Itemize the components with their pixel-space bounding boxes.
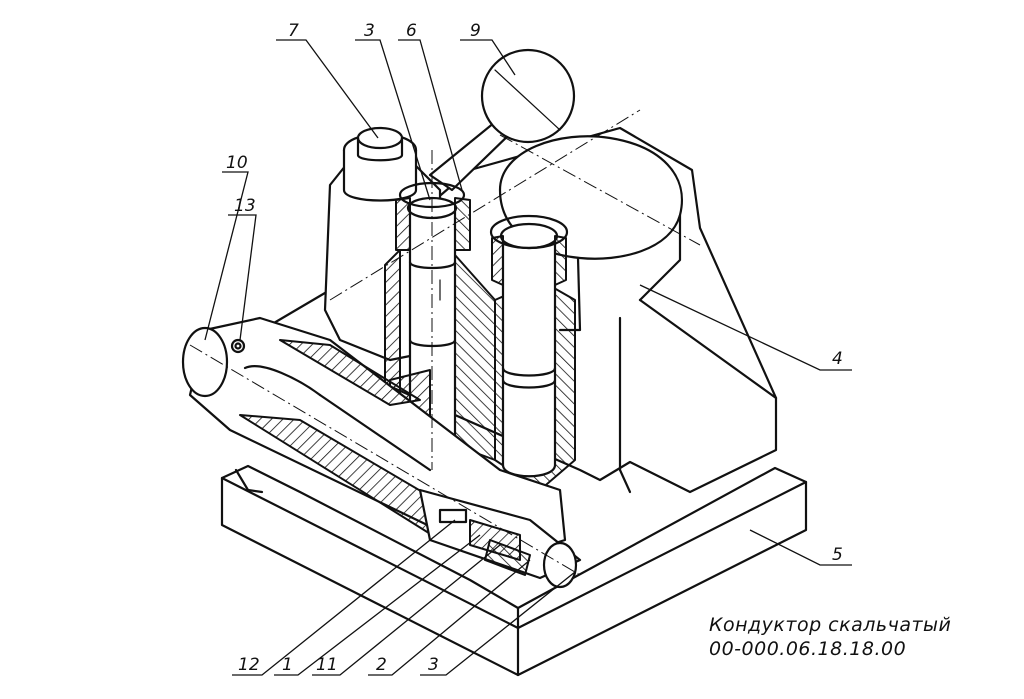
callout-13: 13 (228, 196, 257, 341)
callout-label-12: 12 (238, 655, 260, 675)
shaft-housing (181, 316, 567, 562)
drawing-caption: Кондуктор скальчатый 00-000.06.18.18.00 (709, 613, 951, 661)
callout-4: 4 (639, 284, 852, 371)
callout-label-5: 5 (832, 545, 843, 565)
callout-5: 5 (749, 529, 852, 566)
callout-11: 11 (312, 544, 501, 676)
callout-12: 12 (232, 519, 456, 676)
callout-label-1: 1 (282, 655, 293, 675)
callout-7: 7 (276, 21, 379, 139)
callout-label-2: 2 (376, 655, 387, 675)
axis-lines (189, 109, 701, 576)
drawing-title: Кондуктор скальчатый (709, 614, 952, 636)
callout-6: 6 (398, 21, 463, 191)
callout-label-4: 4 (832, 349, 843, 369)
callout-label-7: 7 (288, 21, 299, 41)
callout-label-11: 11 (316, 655, 338, 675)
callout-label-9: 9 (470, 21, 481, 41)
callout-label-6: 6 (406, 21, 417, 41)
callout-3-top: 3 (355, 21, 431, 201)
callout-10: 10 (204, 153, 249, 341)
callout-3-bottom: 3 (420, 571, 576, 676)
callout-label-10: 10 (226, 153, 248, 173)
callout-label-3-bottom: 3 (428, 655, 439, 675)
right-pillar (489, 214, 576, 491)
callout-1: 1 (274, 534, 481, 676)
shaft-end (418, 488, 582, 589)
callout-label-3-top: 3 (364, 21, 375, 41)
drawing-code: 00-000.06.18.18.00 (709, 638, 907, 660)
base-plate (220, 464, 808, 677)
handle-lever (428, 48, 576, 192)
callout-9: 9 (460, 21, 516, 76)
callout-label-13: 13 (234, 196, 256, 216)
callout-2: 2 (368, 559, 531, 676)
